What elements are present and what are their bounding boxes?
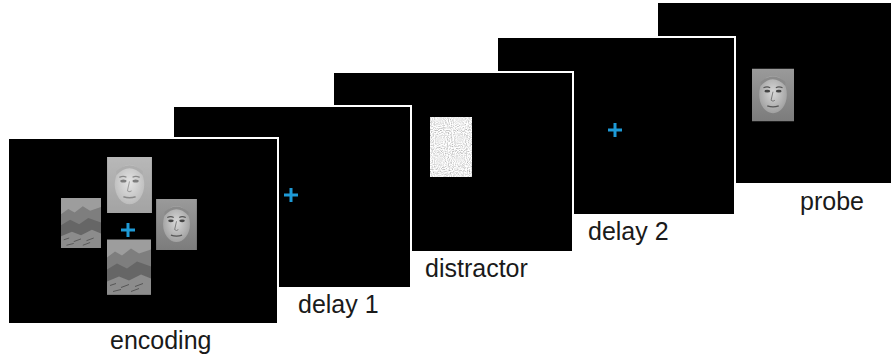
phase-label: distractor (425, 256, 528, 281)
phase-label: probe (800, 189, 864, 214)
scene-image (107, 240, 151, 295)
screen-frame: encoding (8, 138, 278, 324)
phase-label: delay 1 (298, 292, 379, 317)
fixation-cross (608, 123, 622, 137)
face-image (107, 157, 152, 213)
face-image-light (107, 157, 152, 213)
phase-label: encoding (110, 328, 211, 353)
fixation-cross (284, 188, 298, 202)
fixation-cross (121, 223, 135, 237)
scene-image (61, 198, 101, 248)
noise-image (430, 117, 472, 177)
face-image (156, 199, 197, 250)
face-image (752, 69, 794, 122)
screen-frame: distractor (333, 72, 573, 252)
encoding-screen (8, 138, 278, 324)
screen-frame: delay 1 (173, 106, 411, 288)
phase-label: delay 2 (588, 219, 669, 244)
screen-frame: delay 2 (497, 37, 735, 215)
screen-panel (8, 138, 278, 324)
screen-frame: probe (657, 2, 891, 184)
